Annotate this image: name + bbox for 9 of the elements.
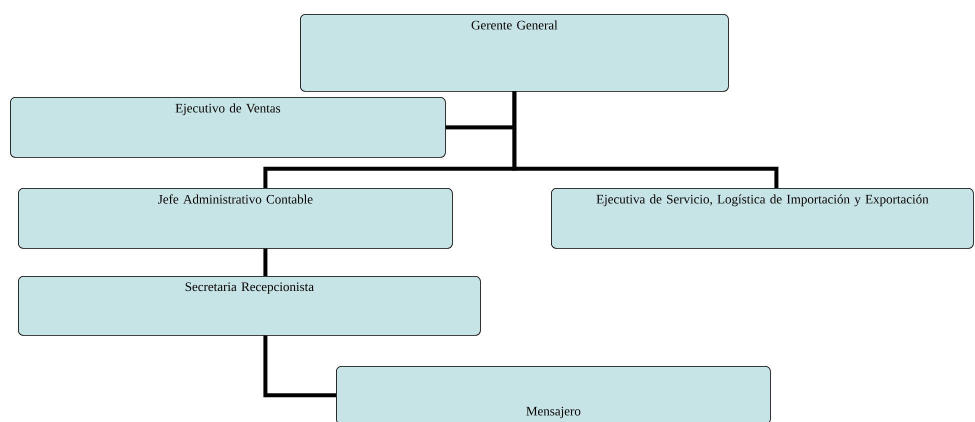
connector-line (263, 336, 336, 398)
org-box: Mensajero (336, 366, 771, 422)
org-box: Ejecutiva de Servicio, Logística de Importación y Exportación (551, 188, 974, 249)
connector-line (263, 248, 268, 276)
org-box: Gerente General (300, 14, 729, 92)
connector-line (512, 92, 778, 188)
org-box: Secretaria Recepcionista (18, 276, 481, 336)
org-box: Jefe Administrativo Contable (18, 188, 453, 249)
org-box: Ejecutivo de Ventas (10, 97, 446, 158)
